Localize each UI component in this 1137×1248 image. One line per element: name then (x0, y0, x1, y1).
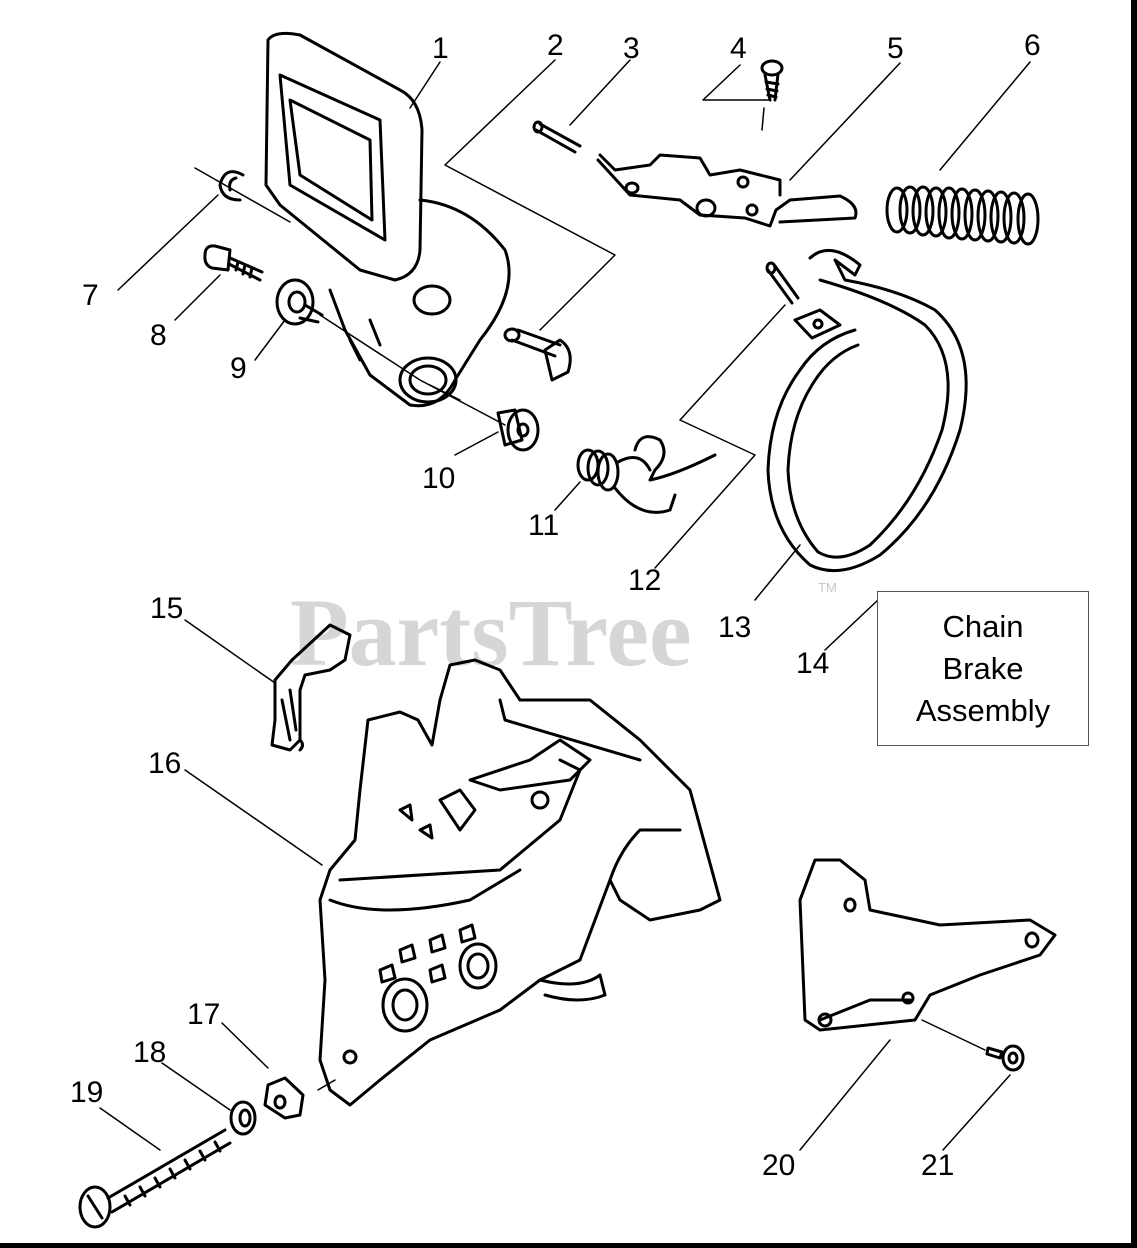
collar-part[interactable] (496, 408, 540, 452)
frame-border-right (1131, 0, 1137, 1248)
watermark-text: PartsTree (290, 579, 692, 686)
hand-guard-part[interactable] (264, 31, 511, 408)
callout-15: 15 (150, 592, 183, 625)
callout-8: 8 (150, 319, 167, 352)
leader-lines (99, 59, 1031, 1151)
callout-18: 18 (133, 1036, 166, 1069)
callout-6: 6 (1024, 29, 1041, 62)
bolt-part[interactable] (203, 244, 264, 282)
clutch-cover-part[interactable] (318, 658, 722, 1107)
circlip-part[interactable] (218, 170, 245, 202)
coil-spring-part[interactable] (885, 185, 1040, 246)
callout-20: 20 (762, 1149, 795, 1182)
callout-14: 14 (796, 647, 829, 680)
frame-border-bottom (0, 1243, 1137, 1248)
callout-5: 5 (887, 32, 904, 65)
callout-1: 1 (432, 32, 449, 65)
callout-16: 16 (148, 747, 181, 780)
small-screw-part[interactable] (760, 59, 784, 131)
torsion-spring-part[interactable] (576, 435, 717, 514)
assembly-title-line: Chain (942, 608, 1024, 644)
brake-lever-part[interactable] (596, 153, 858, 228)
assembly-title-line: Assembly (915, 692, 1051, 728)
callout-10: 10 (422, 462, 455, 495)
long-screw-part[interactable] (78, 1128, 232, 1229)
roll-pin-part[interactable] (532, 120, 582, 154)
callout-17: 17 (187, 998, 220, 1031)
callout-13: 13 (718, 611, 751, 644)
callout-7: 7 (82, 279, 99, 312)
spring-clip-part[interactable] (270, 623, 352, 752)
watermark-tm: TM (818, 580, 837, 595)
small-pin-part[interactable] (765, 261, 800, 305)
front-bracket-part[interactable] (798, 858, 1057, 1032)
callout-4: 4 (730, 32, 747, 65)
assembly-title-line: Brake (942, 650, 1024, 686)
brake-band-part[interactable] (766, 249, 968, 573)
callout-21: 21 (921, 1149, 954, 1182)
bracket-screw-part[interactable] (985, 1044, 1025, 1072)
lock-washer-part[interactable] (229, 1100, 257, 1136)
callout-11: 11 (528, 509, 559, 542)
callout-12: 12 (628, 564, 661, 597)
callout-numbers: 1 2 3 4 5 6 7 8 9 10 11 12 13 14 15 16 1… (70, 29, 1041, 1182)
callout-3: 3 (623, 32, 640, 65)
washer-plate-part[interactable] (263, 1076, 305, 1120)
assembly-title-box: Chain Brake Assembly (877, 591, 1089, 746)
callout-19: 19 (70, 1076, 103, 1109)
callout-2: 2 (547, 29, 564, 62)
bushing-part[interactable] (275, 278, 324, 326)
callout-9: 9 (230, 352, 247, 385)
pivot-pin-part[interactable] (503, 327, 572, 382)
